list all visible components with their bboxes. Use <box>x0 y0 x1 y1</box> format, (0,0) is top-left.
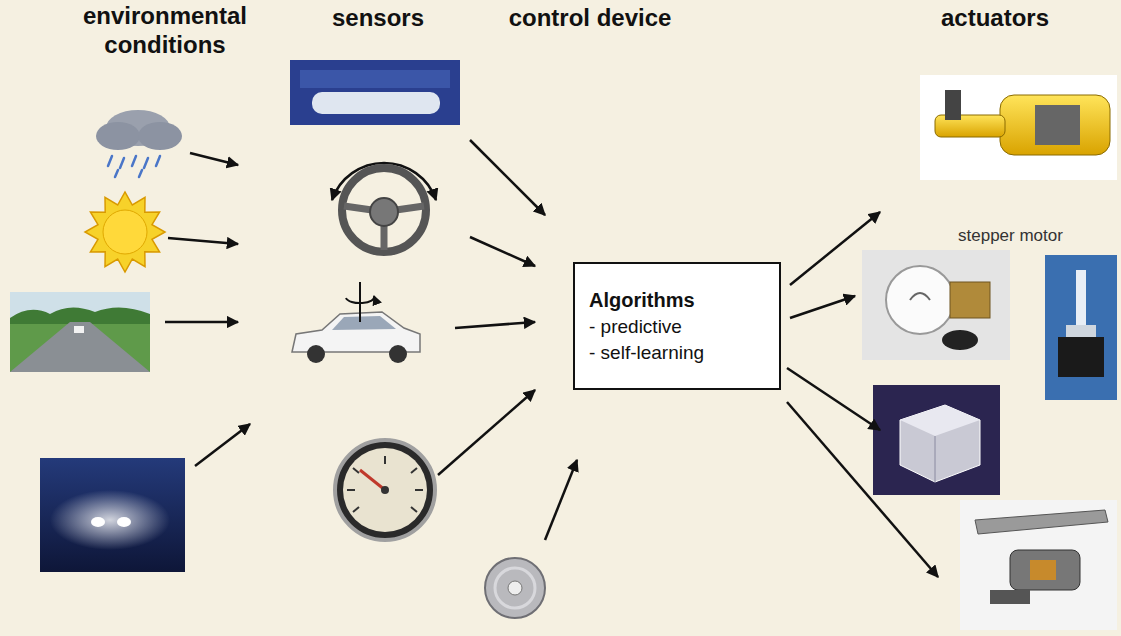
car-yaw-icon <box>292 282 420 363</box>
lamp-collar <box>1066 325 1096 337</box>
photo-ground <box>862 250 1010 360</box>
actuator-lever-photo <box>960 500 1117 630</box>
flow-arrow <box>168 238 238 244</box>
lamp-base <box>1058 337 1104 377</box>
module-top <box>900 405 980 436</box>
flow-arrow <box>545 460 577 540</box>
column-heading: actuators <box>920 4 1070 33</box>
module-edge <box>935 436 936 482</box>
bulb-glass <box>886 266 954 334</box>
wheel-rim <box>342 168 426 252</box>
raindrops <box>108 156 160 177</box>
disc-hole <box>508 581 522 595</box>
gauge-face <box>343 448 427 532</box>
night-fog <box>40 458 185 572</box>
car-wheel <box>307 345 325 363</box>
sensor-photo <box>290 60 460 125</box>
yaw-arrow <box>346 296 374 303</box>
flow-arrow <box>787 402 938 577</box>
flow-arrow <box>470 237 535 266</box>
bulb-base <box>950 282 990 318</box>
xenon-lamp-photo <box>1045 255 1117 400</box>
bulb-filament <box>910 293 930 300</box>
fog-photo <box>40 458 185 572</box>
lever-bar <box>975 510 1108 534</box>
flow-arrow <box>790 296 855 318</box>
wheel-hub <box>370 198 398 226</box>
flow-arrow <box>790 212 880 285</box>
car <box>74 326 84 333</box>
speedometer-icon <box>335 440 435 540</box>
flow-arrow <box>190 153 238 165</box>
sun-icon <box>85 192 165 272</box>
motor-mount <box>990 590 1030 604</box>
motor-housing <box>1000 95 1110 155</box>
gauge-ticks <box>347 456 423 512</box>
part-label: stepper motor <box>958 226 1098 246</box>
node-item: - self-learning <box>589 340 765 366</box>
gauge-rim <box>335 440 435 540</box>
trees <box>10 318 150 372</box>
motor-core <box>1030 560 1056 580</box>
headlight-glow <box>50 490 170 550</box>
disc <box>485 558 545 618</box>
car-window <box>332 316 396 330</box>
flow-arrow <box>195 424 250 466</box>
rain-light-sensor <box>290 60 460 125</box>
flow-arrow <box>438 390 535 475</box>
flow-arrow <box>787 368 880 430</box>
module-cube <box>900 405 980 482</box>
gauge-needle <box>360 470 385 490</box>
bulb-contact <box>942 330 978 350</box>
headlight <box>91 517 105 527</box>
cd-icon <box>485 558 545 618</box>
flow-arrow <box>470 140 545 215</box>
gauge-pivot <box>381 486 389 494</box>
photo-ground <box>960 500 1117 630</box>
flow-arrow <box>165 321 238 324</box>
column-heading: sensors <box>318 4 438 33</box>
control-module-photo <box>873 385 1000 495</box>
motor-body <box>1010 550 1080 590</box>
headlight <box>117 517 131 527</box>
column-heading: control device <box>490 4 690 33</box>
road <box>10 322 150 372</box>
photo-ground <box>873 385 1000 495</box>
tree-line <box>10 307 150 324</box>
sun-rays <box>85 192 165 272</box>
rain-cloud-icon <box>96 110 182 177</box>
steering-wheel-icon <box>332 163 436 252</box>
lamp-burner <box>1076 270 1086 325</box>
sensor-body <box>312 92 440 114</box>
yaw-axis <box>359 282 361 322</box>
bulb-photo <box>862 250 1010 360</box>
process-box: Algorithms- predictive- self-learning <box>573 262 781 390</box>
road-photo <box>10 292 150 372</box>
motor-gear <box>1035 105 1080 145</box>
windscreen <box>300 70 450 88</box>
flow-arrows <box>165 140 938 577</box>
node-heading: Algorithms <box>589 287 765 314</box>
sky <box>10 292 150 372</box>
disc-sheen <box>495 568 535 608</box>
node-item: - predictive <box>589 314 765 340</box>
column-heading: environmental conditions <box>55 2 275 60</box>
motor-lever <box>945 90 961 120</box>
photo-ground <box>920 75 1117 180</box>
sun-disc <box>103 210 147 254</box>
photo-ground <box>1045 255 1117 400</box>
car-wheel <box>389 345 407 363</box>
stepper-motor-photo <box>920 75 1117 180</box>
cloud <box>138 122 182 150</box>
cloud <box>96 122 140 150</box>
flow-arrow <box>455 322 535 328</box>
